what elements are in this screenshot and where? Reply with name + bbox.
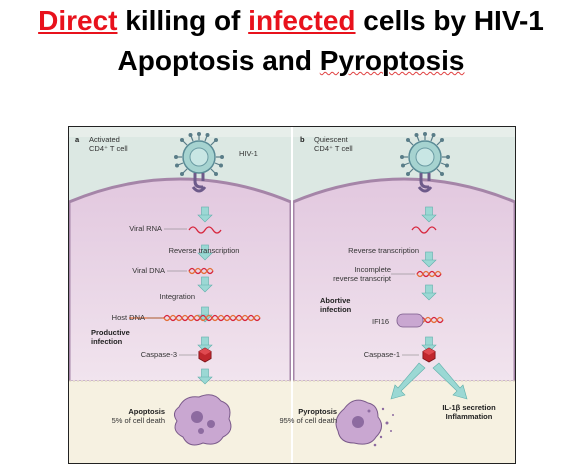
incomplete-label-line1: Incomplete <box>354 265 391 274</box>
pyroptosis-label: Pyroptosis <box>298 407 337 416</box>
inflammation-label: Inflammation <box>445 412 493 421</box>
title-text-part: killing of <box>117 5 249 36</box>
panel-a-letter: a <box>75 135 80 144</box>
slide-title-line-1: Direct killing of infected cells by HIV-… <box>0 4 582 38</box>
title-text-part: Apoptosis and <box>117 45 320 76</box>
abortive-infection-line1: Abortive <box>320 296 351 305</box>
apoptosis-percentage: 5% of cell death <box>111 416 165 425</box>
title-word-pyroptosis: Pyroptosis <box>319 45 465 76</box>
pyroptotic-cell-illustration <box>335 399 394 447</box>
panel-a-cell-type-line1: Activated <box>89 135 120 144</box>
panel-b-letter: b <box>300 135 305 144</box>
ifi16-label: IFI16 <box>372 317 390 326</box>
reverse-transcription-label-a: Reverse transcription <box>168 246 240 255</box>
apoptotic-cell-illustration <box>173 394 232 446</box>
integration-label: Integration <box>159 292 195 301</box>
title-word-direct: Direct <box>38 5 118 36</box>
slide-title-line-2: Apoptosis and Pyroptosis <box>0 44 582 78</box>
hiv-1-label: HIV-1 <box>239 149 258 158</box>
viral-dna-label: Viral DNA <box>132 266 165 275</box>
panel-b-cell-type-line2: CD4⁺ T cell <box>314 144 353 153</box>
diagram-graphics <box>69 127 515 463</box>
pyroptosis-percentage: 95% of cell death <box>279 416 337 425</box>
caspase-1-label: Caspase-1 <box>363 350 400 359</box>
hiv-cell-death-diagram: a Activated CD4⁺ T cell HIV-1 Viral RNA … <box>68 126 516 464</box>
title-word-infected: infected <box>248 5 356 36</box>
il1b-secretion-label: IL-1β secretion <box>442 403 496 412</box>
productive-infection-line2: infection <box>91 337 123 346</box>
viral-rna-label: Viral RNA <box>129 224 162 233</box>
abortive-infection-line2: infection <box>320 305 352 314</box>
panel-a-cell-type-line2: CD4⁺ T cell <box>89 144 128 153</box>
host-dna-label: Host DNA <box>111 313 145 322</box>
title-text-part: cells by HIV-1 <box>355 5 544 36</box>
incomplete-label-line2: reverse transcript <box>333 274 391 283</box>
reverse-transcription-label-b: Reverse transcription <box>348 246 419 255</box>
panel-b-cell-type-line1: Quiescent <box>314 135 348 144</box>
productive-infection-line1: Productive <box>91 328 130 337</box>
apoptosis-label: Apoptosis <box>128 407 165 416</box>
caspase-3-label: Caspase-3 <box>140 350 177 359</box>
